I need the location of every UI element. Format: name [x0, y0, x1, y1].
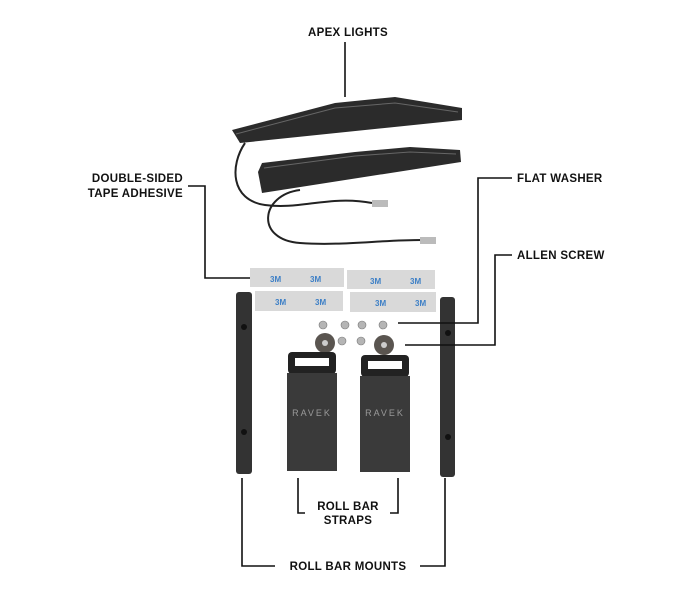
- strap-brand: RAVEK: [292, 408, 332, 418]
- apex-light-top: [232, 97, 462, 208]
- label-tape-line2: TAPE ADHESIVE: [88, 188, 183, 200]
- label-apex-lights: APEX LIGHTS: [308, 27, 388, 39]
- label-mounts: ROLL BAR MOUNTS: [290, 561, 407, 573]
- strap-brand: RAVEK: [365, 408, 405, 418]
- tape-brand-mark: 3M: [310, 275, 321, 284]
- tape-brand-mark: 3M: [410, 277, 421, 286]
- roll-bar-mount-right: [440, 297, 455, 477]
- tape-brand-mark: 3M: [375, 299, 386, 308]
- roll-bar-mount-left: [236, 292, 252, 474]
- tape-brand-mark: 3M: [370, 277, 381, 286]
- apex-light-bottom: [258, 147, 461, 245]
- tape-brand-mark: 3M: [270, 275, 281, 284]
- flat-washers: [315, 333, 394, 355]
- leader-lines: [188, 42, 512, 567]
- roll-bar-strap-left: RAVEK: [287, 352, 337, 471]
- allen-screws: [318, 320, 388, 346]
- label-straps-line1: ROLL BAR: [317, 501, 379, 513]
- label-tape-line1: DOUBLE-SIDED: [92, 173, 183, 185]
- double-sided-tape: 3M 3M 3M 3M 3M 3M 3M 3M: [250, 268, 436, 312]
- tape-brand-mark: 3M: [275, 298, 286, 307]
- roll-bar-strap-right: RAVEK: [360, 355, 410, 472]
- label-allen-screw: ALLEN SCREW: [517, 250, 605, 262]
- label-straps-line2: STRAPS: [324, 515, 372, 527]
- tape-brand-mark: 3M: [315, 298, 326, 307]
- label-flat-washer: FLAT WASHER: [517, 173, 603, 185]
- tape-brand-mark: 3M: [415, 299, 426, 308]
